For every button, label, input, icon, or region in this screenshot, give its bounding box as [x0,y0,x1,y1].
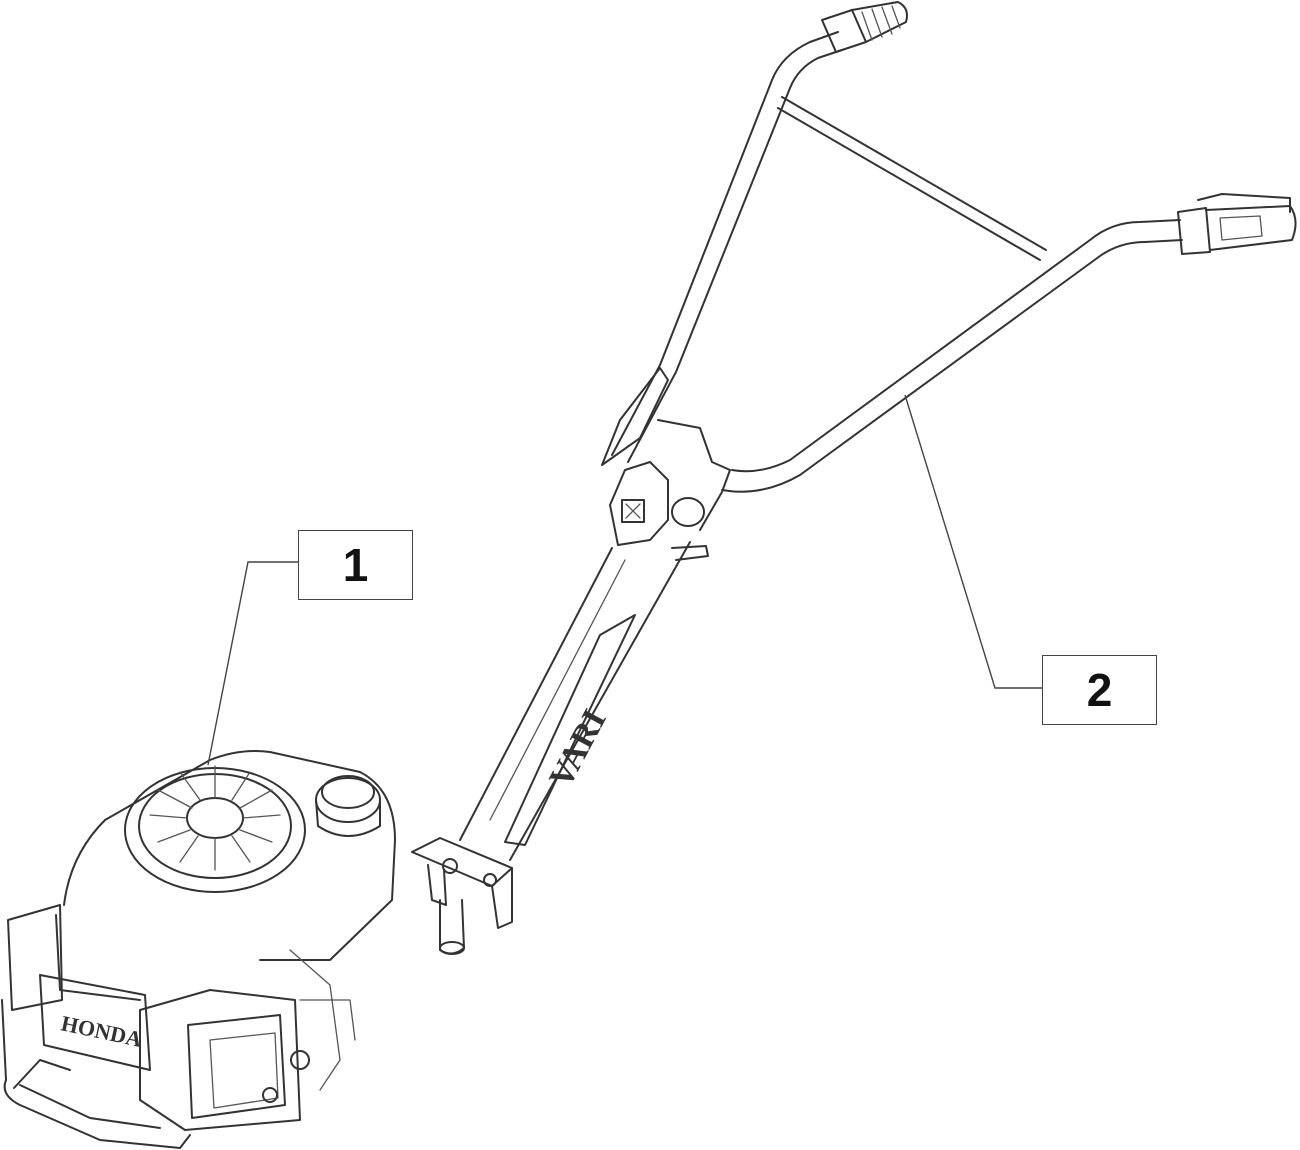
right-grip-lever [1177,193,1297,255]
callout-label-1: 1 [298,530,413,600]
svg-text:VARI: VARI [542,704,613,794]
fuel-cap [315,775,381,837]
left-grip [821,1,908,53]
handlebar-assembly: VARI [411,1,1297,955]
main-shaft: VARI [459,541,691,861]
leader-line-2 [904,394,1042,689]
base-frame [3,1059,191,1149]
pivot-bracket [601,367,731,561]
leader-lines [207,394,1042,766]
engine: HONDA [1,750,396,1149]
recoil-starter [124,765,306,893]
callout-number-2: 2 [1086,664,1113,716]
air-filter [139,989,301,1131]
mount-bracket [411,837,513,955]
callout-number-1: 1 [342,539,369,591]
svg-text:HONDA: HONDA [59,1010,144,1052]
callout-label-2: 2 [1042,655,1157,725]
leader-line-1 [207,561,298,766]
